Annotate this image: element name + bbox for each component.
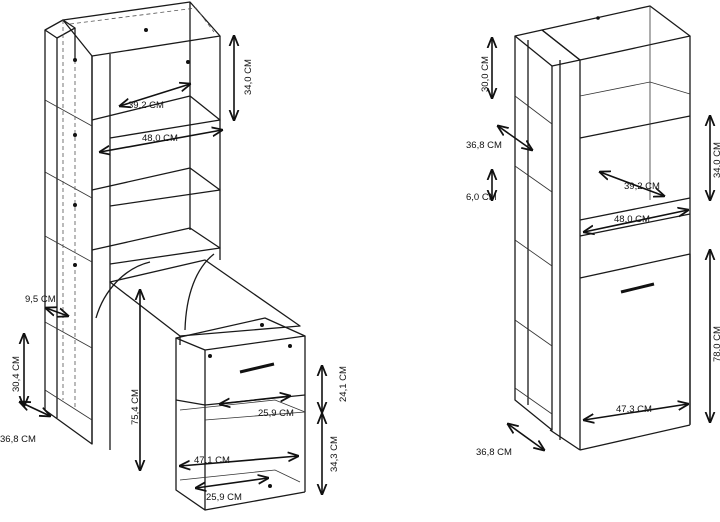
dim-door-width: 47,3 CM [616, 404, 652, 415]
left-dimensions: 34,0 CM 39,2 CM 48,0 CM 9,5 CM 30,4 CM 3… [0, 36, 349, 503]
dim-base-depth: 36,8 CM [476, 447, 512, 458]
dim-drawer-inner-depth-top: 25,9 CM [258, 408, 294, 419]
dim-shelf-height: 34,0 CM [243, 59, 254, 95]
dim-bottom-drawer-height: 34,3 CM [329, 436, 340, 472]
dim-shelf-width: 48,0 CM [142, 133, 178, 144]
dim-shelf-depth: 39,2 CM [128, 100, 164, 111]
dim-drawer-width: 47,1 CM [194, 455, 230, 466]
dim-shelf-height-right: 34,0 CM [712, 142, 720, 178]
dim-side-depth: 36,8 CM [466, 140, 502, 151]
dim-side-gap: 9,5 CM [25, 294, 56, 305]
left-shelf-tower [44, 1, 306, 511]
dim-side-shelf-height: 30,0 CM [480, 56, 491, 92]
dim-shelf-depth-right: 39,2 CM [624, 181, 660, 192]
dim-drawer-front-height: 24,1 CM [338, 366, 349, 402]
dim-door-height: 78,0 CM [712, 326, 720, 362]
dim-desk-height: 75,4 CM [130, 389, 141, 425]
dim-drawer-inner-depth-bottom: 25,9 CM [206, 492, 242, 503]
dim-side-gap-right: 6,0 CM [466, 192, 497, 203]
dim-shelf-width-right: 48,0 CM [614, 214, 650, 225]
right-dimensions: 30,0 CM 36,8 CM 6,0 CM 34,0 CM 39,2 CM 4… [466, 38, 720, 458]
dim-lower-side-height: 30,4 CM [11, 356, 22, 392]
dim-cabinet-depth: 36,8 CM [0, 434, 36, 445]
